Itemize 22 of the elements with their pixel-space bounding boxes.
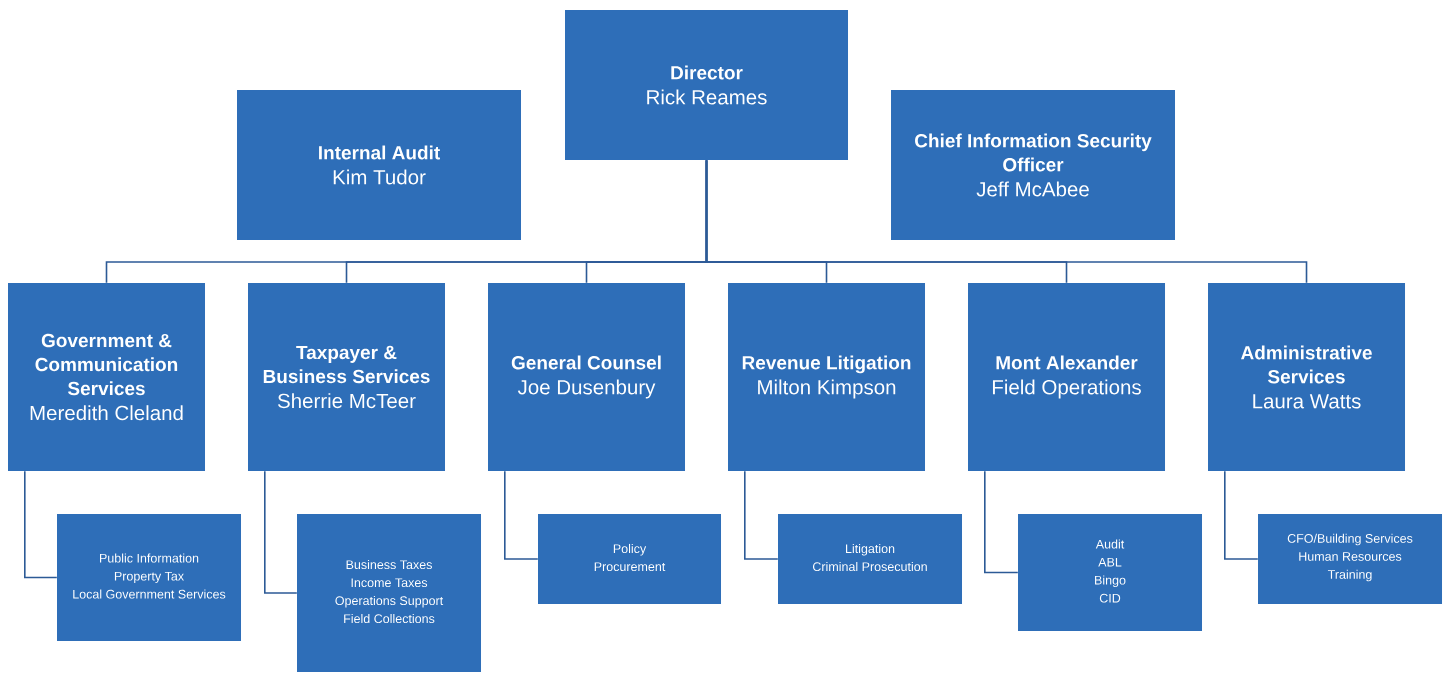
unit-box: General Counsel Joe Dusenbury [488, 283, 685, 471]
unit-box: Internal Audit Kim Tudor [237, 90, 521, 240]
unit-box: Chief Information Security Officer Jeff McAbee [891, 90, 1175, 240]
function-list-box: Litigation Criminal Prosecution [778, 514, 962, 604]
function-list-box: Policy Procurement [538, 514, 721, 604]
unit-box: Government & Communication Services Meredith Cleland [8, 283, 205, 471]
connector-line [705, 159, 1308, 284]
function-list-box: Audit ABL Bingo CID [1018, 514, 1202, 631]
connector-line [1224, 470, 1259, 560]
connector-line [504, 470, 539, 560]
connector-line [264, 470, 298, 594]
director-box: Director Rick Reames [565, 10, 848, 160]
unit-box: Administrative Services Laura Watts [1208, 283, 1405, 471]
function-list-box: Business Taxes Income Taxes Operations Support Field Collections [297, 514, 481, 672]
connector-line [744, 470, 779, 560]
connector-line [24, 470, 58, 579]
unit-box: Taxpayer & Business Services Sherrie McTeer [248, 283, 445, 471]
connector-line [984, 470, 1019, 574]
unit-box: Mont Alexander Field Operations [968, 283, 1165, 471]
function-list-box: CFO/Building Services Human Resources Training [1258, 514, 1442, 604]
function-list-box: Public Information Property Tax Local Government Services [57, 514, 241, 641]
unit-box: Revenue Litigation Milton Kimpson [728, 283, 925, 471]
